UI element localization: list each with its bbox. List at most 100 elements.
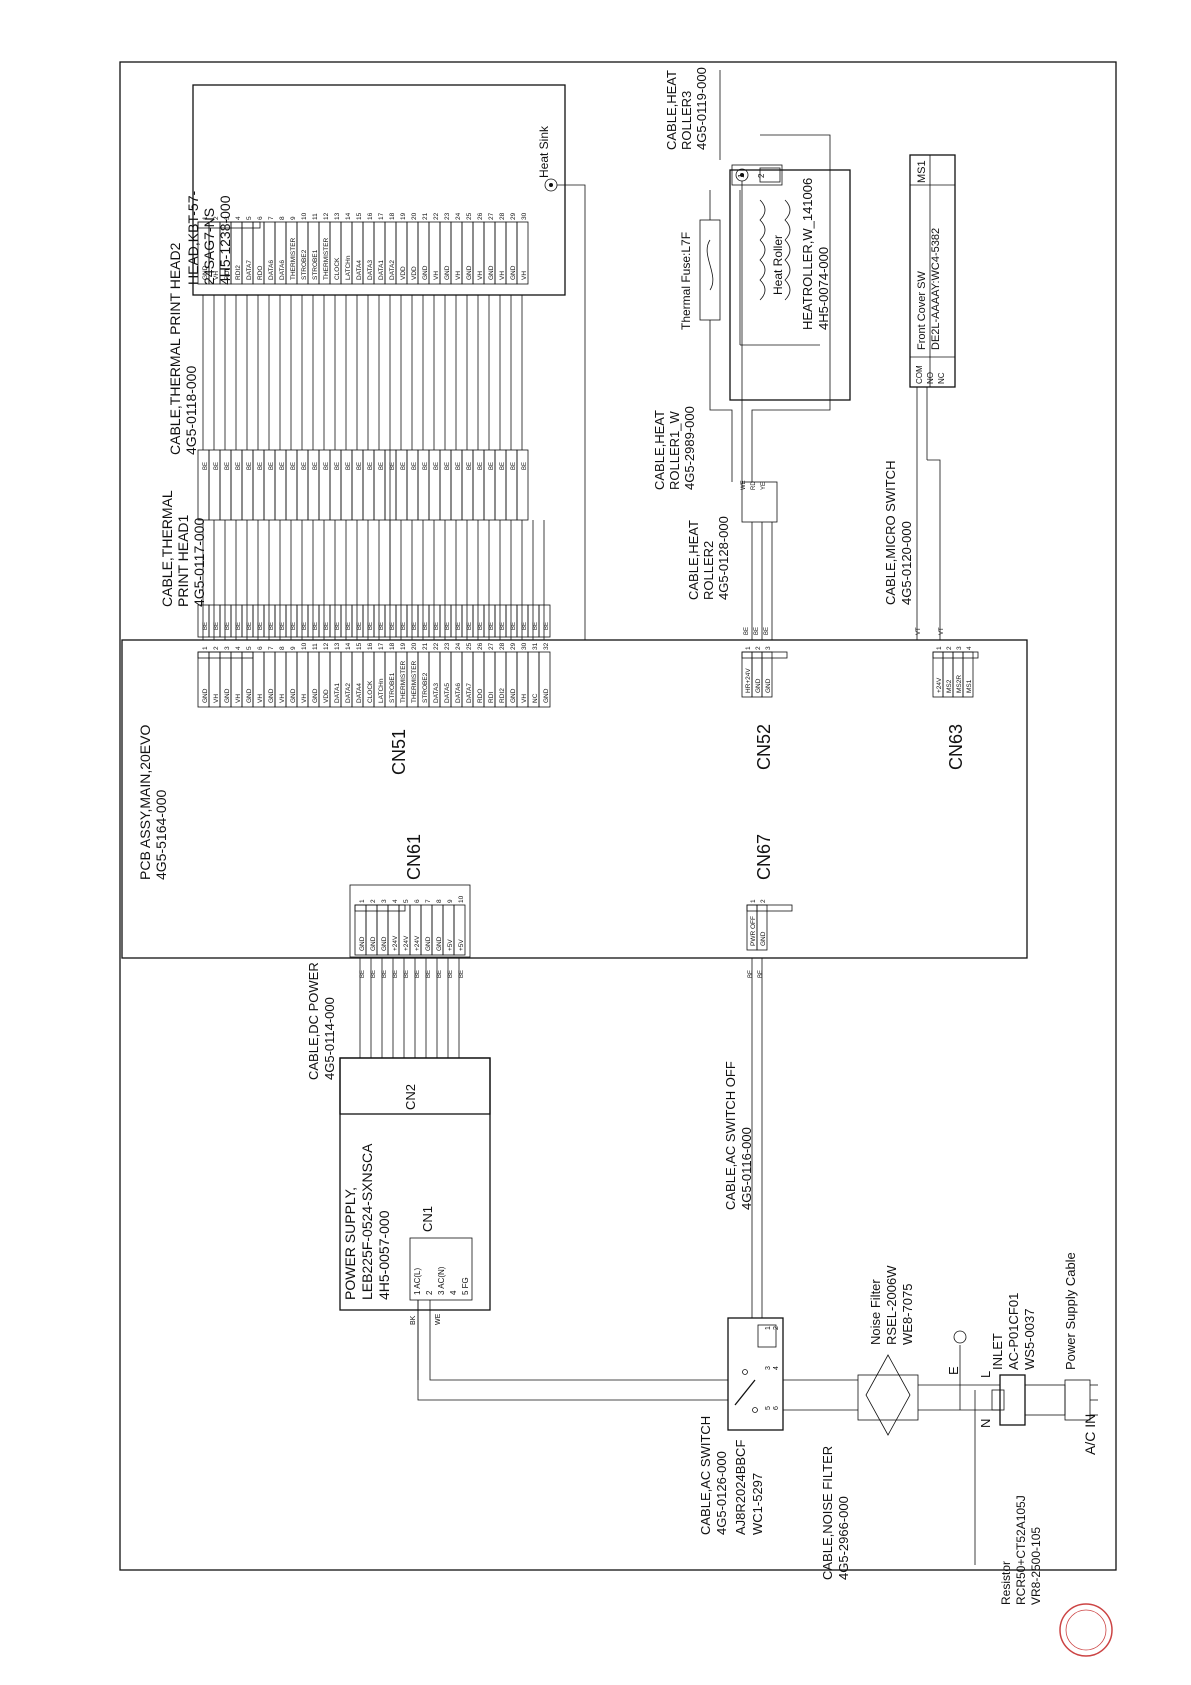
cn51-signal-4: VH (235, 694, 242, 703)
ground-terminal-icon (953, 1330, 967, 1344)
tph1-wire-1 (197, 604, 210, 638)
tph1-wire-31 (527, 604, 540, 638)
cn63-num-1: 1 (936, 646, 943, 650)
head-signal-13: CLOCK (334, 257, 341, 280)
head-signal-7: DATA6 (268, 260, 275, 280)
cn61-num-1: 1 (359, 899, 366, 903)
cable-tph1-label-line-2: PRINT HEAD1 (175, 514, 191, 607)
cn51-signal-9: GND (290, 688, 297, 703)
cn63-signal-2: MS2 (946, 679, 953, 693)
cn63-color-1: VT (916, 627, 922, 635)
cn1-pin-5: 5 FG (461, 1277, 470, 1295)
tph1-color-23: BE (445, 622, 451, 630)
cn67-num-2: 2 (760, 899, 767, 903)
cn51-signal-14: DATA2 (345, 683, 352, 703)
tph1-wire-30 (516, 604, 529, 638)
cable-hr2-label-line-2: ROLLER2 (701, 541, 716, 600)
head-num-7: 7 (268, 216, 275, 220)
head-num-6: 6 (257, 216, 264, 220)
cn51-num-17: 17 (378, 642, 385, 650)
cn52-frame (741, 651, 788, 659)
cn52-signal-3: GND (765, 678, 772, 693)
tph2-color-28: BE (500, 462, 506, 470)
cn52-signal-2: GND (755, 678, 762, 693)
tph1-color-24: BE (456, 622, 462, 630)
cn51-signal-19: THERMISTER (400, 660, 407, 703)
head-num-21: 21 (422, 212, 429, 220)
head-signal-16: DATA3 (367, 260, 374, 280)
front-cover-label-line-2: DE2L-AAAAY:WC4-5382 (930, 228, 942, 350)
cn52-color-3: BE (764, 627, 770, 635)
tph2-wire-14 (340, 449, 353, 521)
cn61-num-4: 4 (392, 899, 399, 903)
tph1-wire-10 (296, 604, 309, 638)
tph1-wire-23 (439, 604, 452, 638)
cn52-color-2: BE (754, 627, 760, 635)
cn61-signal-7: GND (425, 936, 432, 951)
tph2-wire-6 (252, 449, 265, 521)
switch-pin-4: 4 (773, 1366, 780, 1370)
head-signal-10: STROBE2 (301, 249, 308, 280)
cn51-num-22: 22 (433, 642, 440, 650)
tph2-wire-22 (428, 449, 441, 521)
cn51-signal-15: DATA4 (356, 683, 363, 703)
cn51-signal-20: THERMISTER (411, 660, 418, 703)
cn51-num-18: 18 (389, 642, 396, 650)
head-signal-1: GND (202, 265, 209, 280)
tph2-wire-3 (219, 449, 232, 521)
cn51-num-20: 20 (411, 642, 418, 650)
cn67-color-1: BE (748, 970, 754, 978)
head-signal-27: GND (488, 265, 495, 280)
resistor-label-line-1: Resistor (999, 1561, 1013, 1605)
cn63-signal-3: MS2R (956, 675, 963, 693)
hr1-color-3: YE (761, 482, 767, 490)
cn1-pin-4: 4 (449, 1290, 458, 1295)
cn51-signal-7: GND (268, 688, 275, 703)
tph1-color-2: BE (214, 622, 220, 630)
tph2-color-16: BE (368, 462, 374, 470)
cable-tph2-label-line-2: 4G5-0118-000 (183, 366, 199, 455)
tph1-color-32: BE (544, 622, 550, 630)
cn51-signal-30: VH (521, 694, 528, 703)
tph1-color-31: BE (533, 622, 539, 630)
heat-roller-block (729, 169, 851, 401)
ac-switch[interactable] (727, 1317, 784, 1431)
cn51-num-11: 11 (312, 643, 319, 650)
cn51-signal-17: LATCHn (378, 678, 385, 703)
cn51-num-25: 25 (466, 642, 473, 650)
cn51-num-15: 15 (356, 642, 363, 650)
tph2-wire-24 (450, 449, 463, 521)
cn61-signal-10: +5V (458, 939, 465, 951)
cn61-pin-10 (453, 904, 466, 956)
tph1-wire-16 (362, 604, 375, 638)
tph2-color-11: BE (313, 462, 319, 470)
cn67-frame (746, 904, 793, 912)
cn51-signal-3: GND (224, 688, 231, 703)
power-supply-label-line-2: LEB225F-0524-SXNSCA (359, 1143, 375, 1300)
cn51-num-6: 6 (257, 646, 264, 650)
tph2-color-6: BE (258, 462, 264, 470)
cn51-num-30: 30 (521, 642, 528, 650)
head-num-22: 22 (433, 212, 440, 220)
cable-acsw-label-line-2: 4G5-0126-000 (714, 1451, 729, 1535)
tph2-wire-29 (505, 449, 518, 521)
resistor-label-line-3: VR8-2500-105 (1029, 1527, 1043, 1605)
noise-filter-label-line-2: RSEL-2006W (884, 1265, 899, 1345)
cn61-label: CN61 (404, 834, 424, 880)
thermal-fuse (699, 219, 721, 321)
tph1-color-29: BE (511, 622, 517, 630)
cn51-signal-13: DATA1 (334, 683, 341, 703)
tph1-wire-26 (472, 604, 485, 638)
head-num-13: 13 (334, 212, 341, 220)
cable-micro-label-line-1: CABLE,MICRO SWITCH (883, 461, 898, 605)
cable-acsw-off-label-line-2: 4G5-0116-000 (739, 1127, 754, 1210)
tph1-wire-32 (538, 604, 551, 638)
head-num-1: 1 (202, 216, 209, 220)
cn51-label: CN51 (389, 729, 409, 775)
switch-pin-2: 2 (773, 1326, 780, 1330)
head-num-2: 2 (213, 216, 220, 220)
head-signal-24: VH (455, 271, 462, 280)
tph2-wire-30 (516, 449, 529, 521)
head-signal-15: DATA4 (356, 260, 363, 280)
cn67-label: CN67 (754, 834, 774, 880)
